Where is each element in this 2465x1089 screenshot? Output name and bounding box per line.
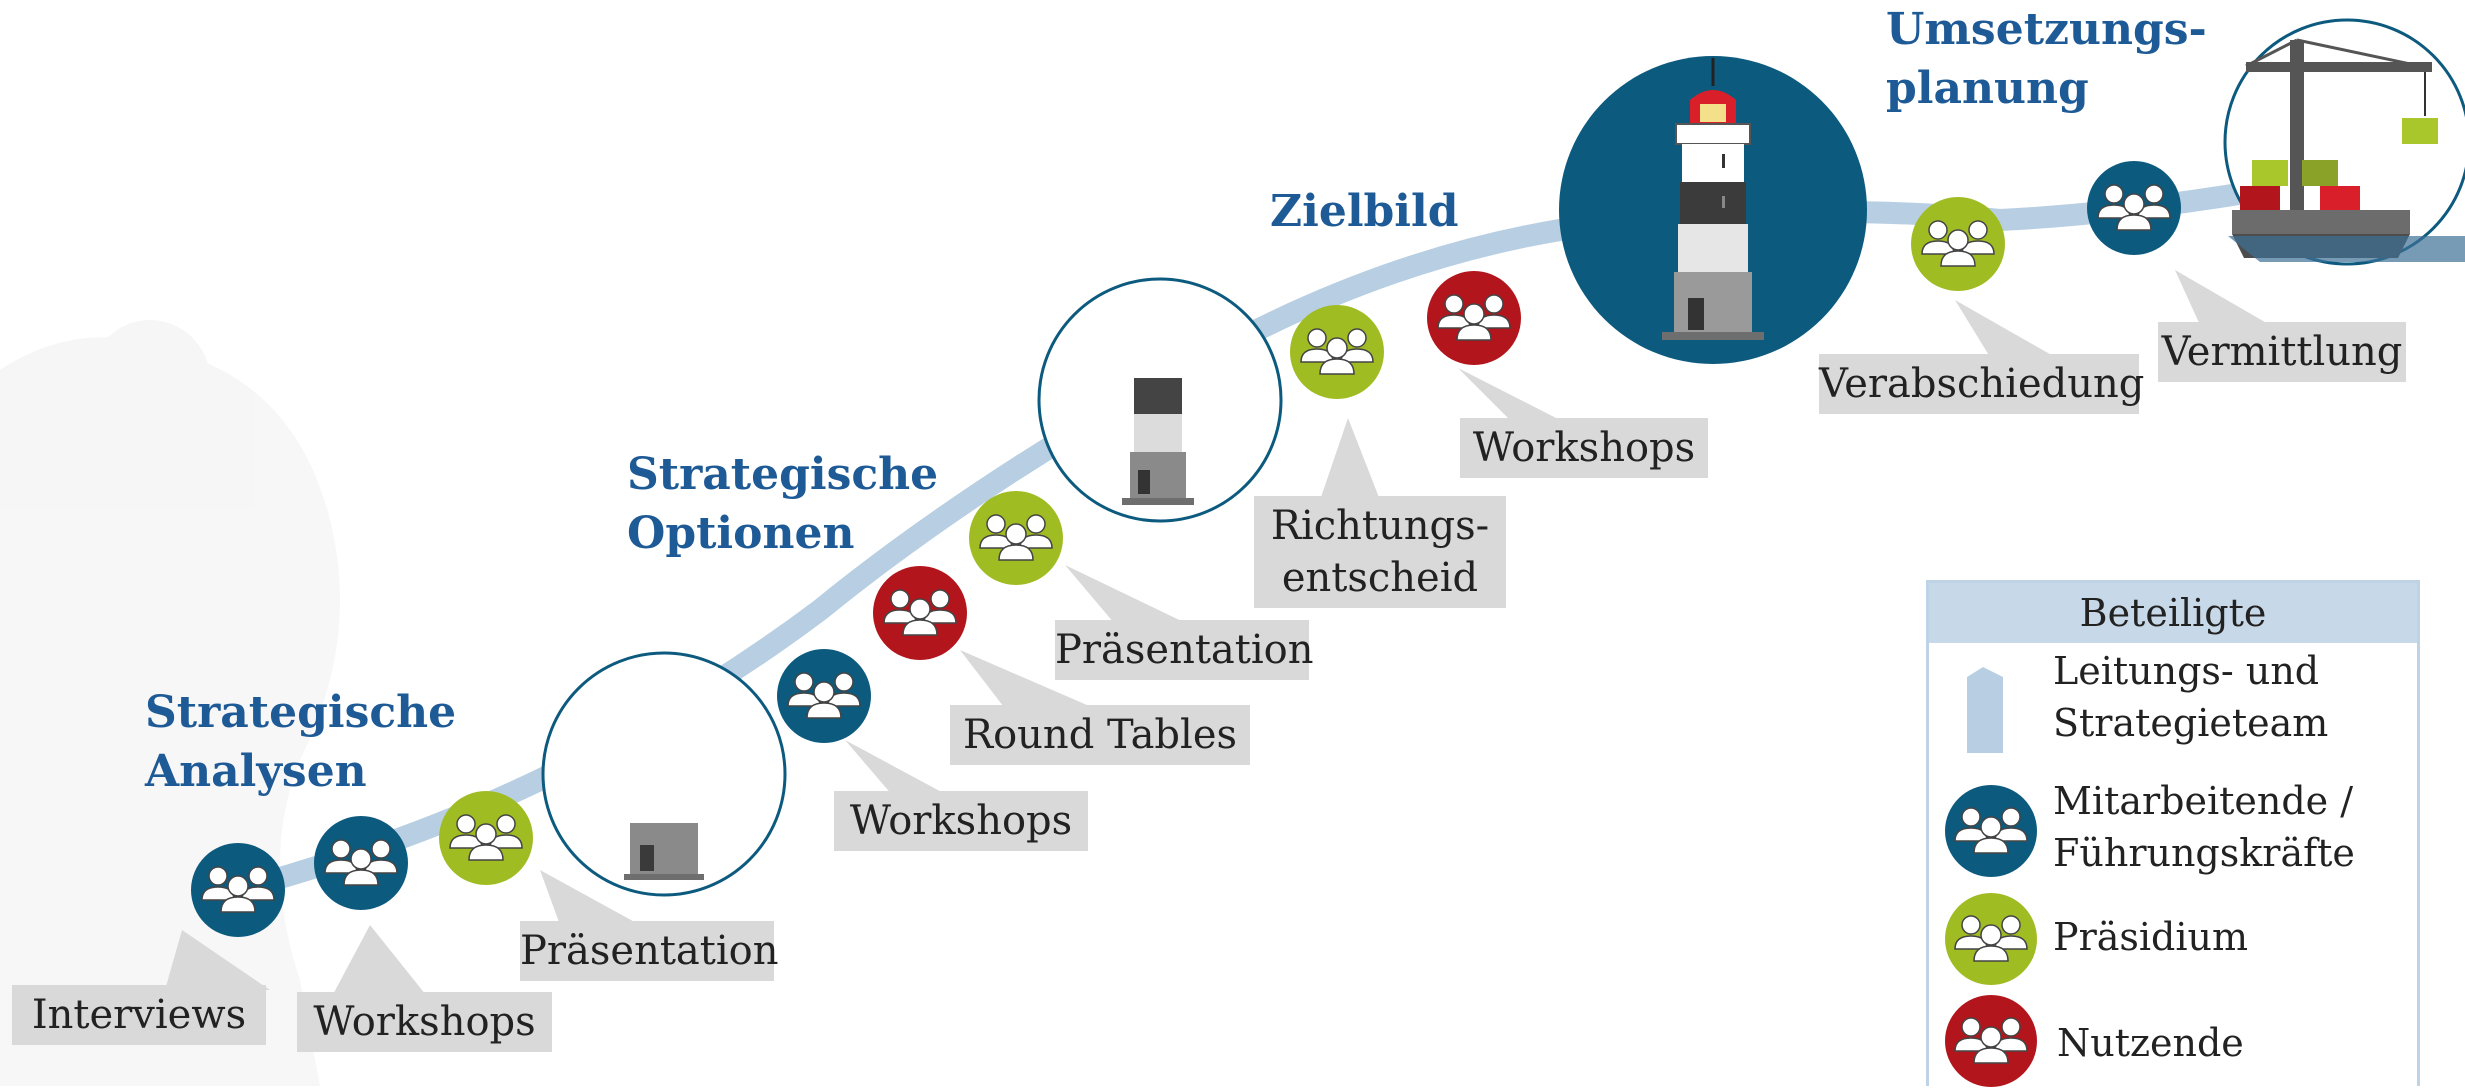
step-marker-workshops-2 <box>777 649 871 743</box>
callout-round-tables: Round Tables <box>950 705 1250 765</box>
milestone-foundation <box>541 651 787 897</box>
phase-title-umsetzung: Umsetzungs- planung <box>1886 4 2207 114</box>
step-marker-interviews <box>191 843 285 937</box>
step-marker-workshops-1 <box>314 816 408 910</box>
lighthouse-icon <box>1662 58 1764 340</box>
step-marker-praesentation-1 <box>439 791 533 885</box>
people-icon <box>1945 785 2037 877</box>
step-marker-round-tables <box>873 566 967 660</box>
legend-item-nutzende: Nutzende <box>1929 993 2417 1089</box>
callout-workshops-1: Workshops <box>297 992 552 1052</box>
legend-item-leitung: Leitungs- und Strategieteam <box>1929 643 2417 773</box>
phase-title-analysen: Strategische Analysen <box>145 687 457 797</box>
people-icon <box>1945 893 2037 985</box>
tower-foundation-icon <box>624 823 704 880</box>
legend-label-leitung: Leitungs- und Strategieteam <box>2053 649 2329 745</box>
people-icon <box>1945 995 2037 1087</box>
step-marker-praesentation-2 <box>969 491 1063 585</box>
legend-item-mitarbeitende: Mitarbeitende / Führungskräfte <box>1929 779 2417 893</box>
milestone-tower-half <box>1037 277 1283 523</box>
legend-item-praesidium: Präsidium <box>1929 891 2417 991</box>
callout-workshops-2: Workshops <box>834 791 1088 851</box>
legend: Beteiligte Leitungs- und Strategieteam M… <box>1926 580 2420 1089</box>
phase-title-optionen: Strategische Optionen <box>627 449 939 559</box>
callout-verabschiedung: Verabschiedung <box>1819 354 2144 414</box>
lighthouse-partial-icon <box>1122 378 1194 505</box>
callout-praesentation-1: Präsentation <box>520 921 778 981</box>
milestone-harbor <box>2223 18 2465 266</box>
legend-label-mitarbeitende: Mitarbeitende / Führungskräfte <box>2053 779 2355 875</box>
milestone-lighthouse <box>1559 56 1867 364</box>
callout-interviews: Interviews <box>12 985 266 1045</box>
step-marker-vermittlung <box>2087 161 2181 255</box>
path-segment-icon <box>1967 667 2003 753</box>
callout-richtungsentscheid: Richtungs- entscheid <box>1254 496 1506 608</box>
harbor-crane-icon <box>2228 38 2465 262</box>
phase-title-zielbild: Zielbild <box>1270 186 1459 237</box>
step-marker-verabschiedung <box>1911 197 2005 291</box>
legend-label-praesidium: Präsidium <box>2053 915 2249 959</box>
step-marker-richtungsentscheid <box>1290 305 1384 399</box>
callout-praesentation-2: Präsentation <box>1055 620 1313 680</box>
legend-title: Beteiligte <box>1929 583 2417 643</box>
legend-label-nutzende: Nutzende <box>2057 1021 2244 1065</box>
callout-workshops-3: Workshops <box>1460 418 1708 478</box>
callout-vermittlung: Vermittlung <box>2158 322 2406 382</box>
step-marker-workshops-3 <box>1427 271 1521 365</box>
